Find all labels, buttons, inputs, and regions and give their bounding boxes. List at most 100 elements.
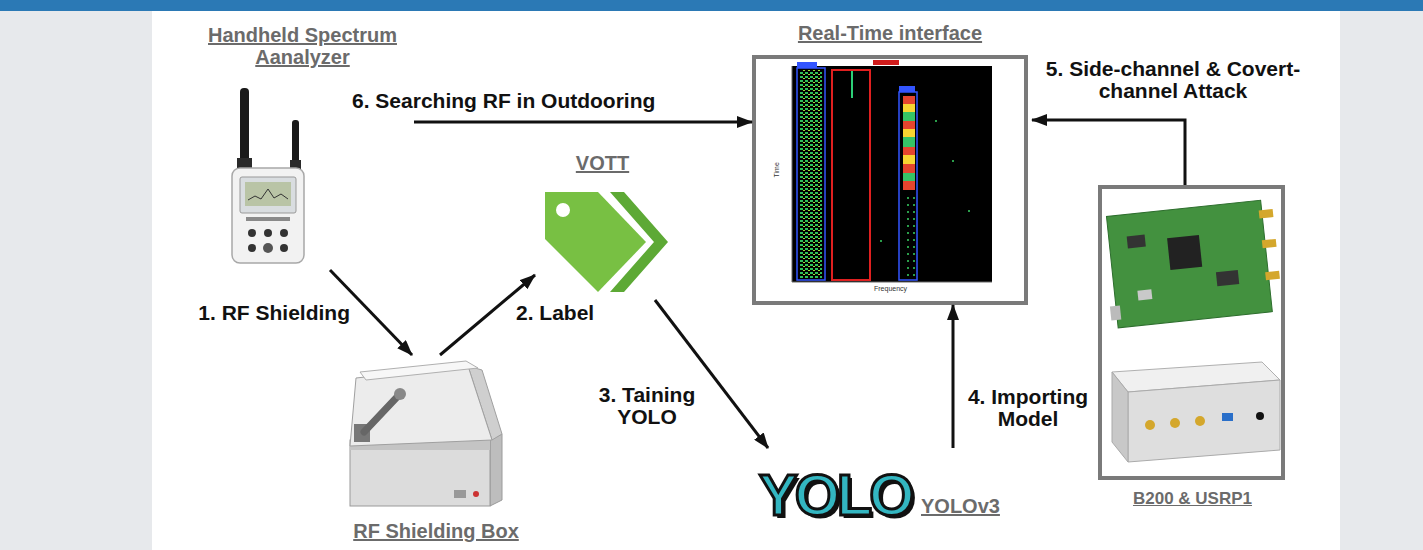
- step-label: 3. Taining YOLO: [588, 384, 706, 428]
- spectrum-analyzer-illustration: [232, 168, 304, 263]
- step-label: 6. Searching RF in Outdooring: [352, 90, 655, 112]
- spectrum-analyzer-illustration: [264, 229, 272, 237]
- sdr-hardware-illustration: [1216, 270, 1239, 286]
- logo-text: YOLO: [759, 466, 911, 524]
- shielding-box-illustration: [394, 388, 406, 400]
- interface-screenshot: [952, 160, 954, 162]
- sdr-hardware-illustration: [1101, 199, 1284, 328]
- sdr-hardware-illustration: [1137, 289, 1152, 300]
- interface-screenshot: [873, 60, 899, 65]
- spectrum-analyzer-illustration: [232, 88, 304, 263]
- sdr-hardware-illustration: [1106, 200, 1272, 328]
- interface-screenshot: [903, 104, 915, 112]
- sdr-hardware-illustration: [1110, 306, 1121, 321]
- shielding-box-illustration: [350, 440, 490, 506]
- spectrum-analyzer-illustration: [280, 229, 288, 237]
- vott-tag-icon: [556, 203, 570, 217]
- node-heading: YOLOv3: [921, 495, 1000, 517]
- interface-screenshot: [754, 57, 1026, 303]
- connector-group: [330, 120, 1185, 448]
- interface-screenshot: [800, 70, 822, 278]
- sdr-hardware-illustration: [1100, 187, 1283, 478]
- interface-screenshot: [792, 66, 992, 282]
- interface-node: Real-Time interface: [752, 20, 1032, 305]
- shielding-box-illustration: [364, 396, 398, 432]
- sdr-hardware-illustration: [1127, 235, 1146, 249]
- interface-screenshot: [792, 282, 992, 283]
- interface-screenshot: [903, 173, 915, 181]
- model-node: YOLO YOLOv3: [755, 448, 1013, 548]
- device-node: Handheld Spectrum Aanalyzer: [195, 24, 414, 270]
- interface-screenshot: [880, 240, 882, 242]
- vott-tag-icon: [610, 192, 668, 292]
- spectrum-analyzer-illustration: [248, 229, 256, 237]
- sdr-hardware-illustration: [1256, 412, 1264, 420]
- step-label: 1. RF Shielding: [180, 302, 350, 324]
- sdr-hardware-illustration: [1128, 380, 1280, 462]
- interface-screenshot: [851, 70, 853, 98]
- spectrum-analyzer-illustration: [248, 244, 256, 252]
- step-label: 5. Side-channel & Covert-channel Attack: [1042, 58, 1304, 102]
- shielding-box-illustration: [350, 361, 502, 506]
- step-label: 4. Importing Model: [962, 386, 1094, 430]
- sdr-hardware-illustration: [1262, 239, 1277, 248]
- interface-screenshot: [903, 155, 915, 164]
- node-heading: Handheld Spectrum Aanalyzer: [195, 24, 410, 68]
- spectrum-analyzer-illustration: [246, 217, 290, 221]
- node-heading: B200 & USRP1: [1095, 490, 1290, 509]
- interface-screenshot: [899, 92, 917, 280]
- sdr-hardware-illustration: [1195, 416, 1205, 426]
- shielding-box-illustration: [454, 490, 466, 498]
- flow-arrow: [952, 305, 955, 448]
- vott-tag-icon: [545, 192, 668, 292]
- axis-label: Time: [773, 155, 781, 185]
- interface-screenshot: [903, 96, 915, 104]
- sdr-hardware-illustration: [1100, 187, 1283, 478]
- interface-screenshot: [754, 57, 1026, 303]
- step-label: 2. Label: [516, 302, 594, 324]
- axis-label: Frequency: [874, 285, 907, 293]
- interface-screenshot: [968, 210, 970, 212]
- spectrum-analyzer-illustration: [280, 244, 288, 252]
- interface-screenshot: [832, 70, 870, 280]
- sdr-hardware-illustration: [1222, 413, 1233, 421]
- interface-screenshot: [903, 181, 915, 190]
- tool-node: VOTT: [535, 150, 674, 300]
- interface-screenshot: [903, 192, 915, 276]
- device-node: RF Shielding Box: [340, 355, 536, 546]
- interface-screenshot: [903, 137, 915, 147]
- node-heading: Real-Time interface: [752, 22, 1028, 44]
- node-heading: VOTT: [535, 152, 670, 174]
- interface-screenshot: [792, 66, 793, 282]
- spectrum-analyzer-illustration: [245, 182, 291, 206]
- flow-arrow: [414, 121, 752, 124]
- interface-screenshot: [797, 68, 825, 280]
- sdr-hardware-illustration: [1170, 418, 1180, 428]
- interface-screenshot: [903, 147, 915, 155]
- spectrum-analyzer-illustration: [248, 189, 288, 200]
- flow-arrow: [1032, 120, 1185, 185]
- interface-screenshot: [899, 86, 915, 92]
- interface-screenshot: [903, 164, 915, 173]
- hardware-node: B200 & USRP1: [1095, 185, 1294, 515]
- spectrum-analyzer-illustration: [240, 88, 249, 168]
- interface-screenshot: [903, 112, 915, 121]
- spectrum-analyzer-illustration: [240, 177, 296, 213]
- sdr-hardware-illustration: [1167, 235, 1202, 270]
- sdr-hardware-illustration: [1145, 420, 1155, 430]
- page-background: [152, 11, 1340, 550]
- shielding-box-illustration: [490, 434, 502, 506]
- spectrum-analyzer-illustration: [263, 243, 273, 253]
- sdr-hardware-illustration: [1259, 209, 1274, 218]
- sdr-hardware-illustration: [1112, 372, 1128, 462]
- interface-screenshot: [935, 120, 937, 122]
- interface-screenshot: [903, 121, 915, 129]
- shielding-box-illustration: [360, 361, 478, 380]
- sdr-hardware-illustration: [1265, 271, 1280, 280]
- interface-screenshot: [903, 129, 915, 137]
- node-heading: RF Shielding Box: [340, 520, 532, 542]
- interface-screenshot: [797, 62, 817, 68]
- page-background: [0, 0, 1423, 11]
